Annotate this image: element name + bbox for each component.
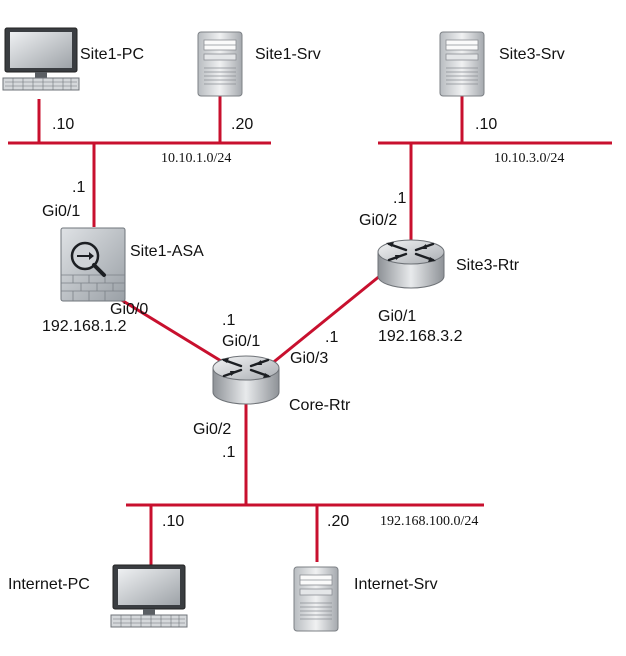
- rtr3-inside-interface-label: Gi0/2: [359, 212, 397, 229]
- core-rtr[interactable]: [211, 354, 281, 406]
- tower-server-icon: [293, 566, 339, 632]
- site1-asa[interactable]: [60, 227, 126, 302]
- firewall-icon: [60, 227, 126, 302]
- internet-srv-name: Internet-Srv: [354, 576, 438, 593]
- asa-core-link: [114, 294, 227, 366]
- site3-srv[interactable]: [439, 31, 485, 97]
- desktop-pc-icon: [2, 27, 80, 91]
- core-gi02-interface-label: Gi0/2: [193, 421, 231, 438]
- asa-outside-ip-label: 192.168.1.2: [42, 318, 127, 335]
- site3-network-label: 10.10.3.0/24: [494, 151, 564, 166]
- site3-srv-host-label: .10: [475, 116, 497, 133]
- core-gi01-host-label: .1: [222, 312, 235, 329]
- site1-pc[interactable]: [2, 27, 80, 91]
- site3-srv-name: Site3-Srv: [499, 46, 565, 63]
- links: [8, 96, 612, 565]
- core-gi03-host-label: .1: [325, 329, 338, 346]
- tower-server-icon: [197, 31, 243, 97]
- internet-srv[interactable]: [293, 566, 339, 632]
- rtr3-inside-host-label: .1: [393, 190, 406, 207]
- internet-pc-host-label: .10: [162, 513, 184, 530]
- desktop-pc-icon: [110, 564, 188, 628]
- tower-server-icon: [439, 31, 485, 97]
- router-icon: [211, 354, 281, 406]
- site1-pc-host-label: .10: [52, 116, 74, 133]
- internet-pc-name: Internet-PC: [8, 576, 90, 593]
- site1-asa-name: Site1-ASA: [130, 243, 204, 260]
- core-rtr-name: Core-Rtr: [289, 397, 351, 414]
- rtr3-outside-ip-label: 192.168.3.2: [378, 328, 463, 345]
- internet-pc[interactable]: [110, 564, 188, 628]
- router-icon: [376, 238, 446, 290]
- site3-rtr[interactable]: [376, 238, 446, 290]
- internet-srv-host-label: .20: [327, 513, 349, 530]
- asa-outside-interface-label: Gi0/0: [110, 301, 148, 318]
- core-gi01-interface-label: Gi0/1: [222, 333, 260, 350]
- asa-inside-interface-label: Gi0/1: [42, 203, 80, 220]
- core-gi03-interface-label: Gi0/3: [290, 350, 328, 367]
- rtr3-core-link: [269, 273, 382, 367]
- rtr3-outside-interface-label: Gi0/1: [378, 308, 416, 325]
- core-gi02-host-label: .1: [222, 444, 235, 461]
- asa-inside-host-label: .1: [72, 179, 85, 196]
- site1-srv-name: Site1-Srv: [255, 46, 321, 63]
- site1-pc-name: Site1-PC: [80, 46, 144, 63]
- site1-network-label: 10.10.1.0/24: [161, 151, 231, 166]
- site1-srv[interactable]: [197, 31, 243, 97]
- internet-network-label: 192.168.100.0/24: [380, 514, 478, 529]
- site1-srv-host-label: .20: [231, 116, 253, 133]
- site3-rtr-name: Site3-Rtr: [456, 257, 520, 274]
